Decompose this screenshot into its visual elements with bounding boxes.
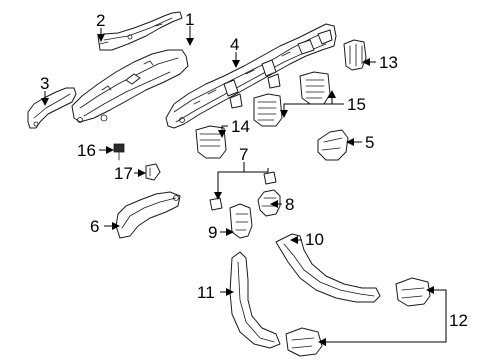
part-17-clip: [145, 163, 161, 181]
part-14-vent: [195, 125, 227, 159]
part-9-elbow: [229, 203, 253, 239]
part-1-duct: [71, 49, 189, 123]
part-13-block: [343, 39, 367, 71]
part-15-vent-lower: [253, 93, 283, 127]
callout-17: 17: [114, 164, 133, 183]
part-11-duct: [229, 251, 281, 349]
callout-2: 2: [96, 11, 105, 30]
callout-numbers: 1 2 3 4 5 6 7 8 9 10 11 12 13 14 15 16 1…: [40, 10, 468, 330]
callout-14: 14: [231, 117, 250, 136]
callout-3: 3: [40, 74, 49, 93]
callout-4: 4: [230, 35, 239, 54]
callout-8: 8: [285, 195, 294, 214]
callout-11: 11: [197, 283, 215, 302]
callout-16: 16: [77, 141, 96, 160]
part-2-bracket: [97, 11, 183, 51]
leader-lines: [41, 26, 447, 346]
callout-6: 6: [90, 217, 99, 236]
part-15-vent-upper: [299, 71, 331, 105]
part-8-elbow: [257, 189, 281, 217]
part-3-bracket: [27, 87, 77, 129]
part-7-clip-left: [209, 197, 223, 211]
callout-7: 7: [239, 145, 248, 164]
part-16-screw: [113, 143, 125, 161]
part-10-duct: [275, 233, 381, 303]
part-12-connector-lower: [285, 327, 323, 357]
callout-1: 1: [185, 10, 194, 29]
part-6-duct: [115, 191, 181, 239]
callout-10: 10: [305, 230, 324, 249]
callout-13: 13: [379, 53, 398, 72]
callout-15: 15: [347, 95, 366, 114]
callout-5: 5: [365, 133, 374, 152]
callout-9: 9: [208, 223, 217, 242]
part-5-bracket: [317, 129, 349, 161]
part-12-connector-upper: [395, 277, 431, 307]
part-7-clip-right: [263, 171, 277, 185]
callout-12: 12: [449, 311, 468, 330]
part-4-main-duct: [165, 23, 337, 129]
